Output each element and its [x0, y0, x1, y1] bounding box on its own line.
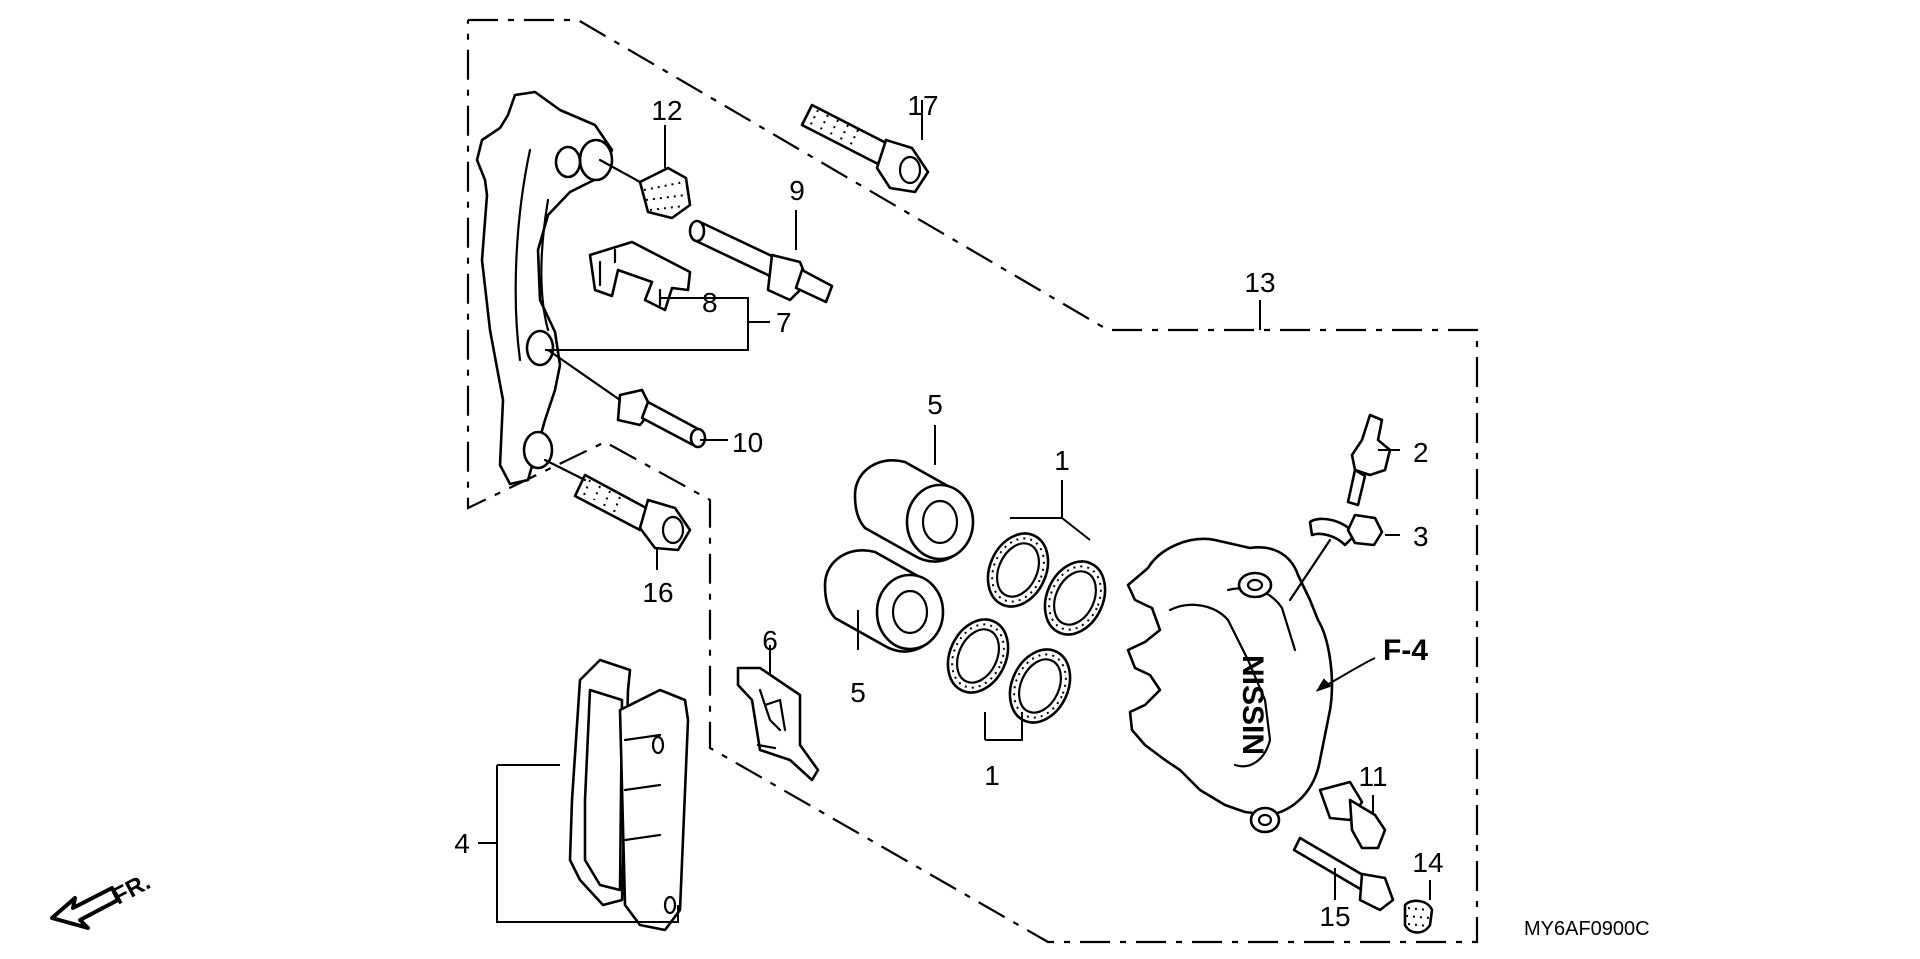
bolt-3	[1288, 513, 1384, 602]
callout-9: 9	[789, 175, 805, 206]
callout-14: 14	[1412, 847, 1443, 878]
callout-16: 16	[642, 577, 673, 608]
bolt-10	[546, 348, 707, 449]
caliper-body: NISSIN	[1126, 537, 1334, 834]
cap-14	[1403, 899, 1434, 934]
callout-3: 3	[1413, 521, 1429, 552]
piston-5-lower	[823, 549, 945, 653]
callout-10: 10	[732, 427, 763, 458]
callout-4: 4	[454, 828, 470, 859]
reference-label-f4: F-4	[1383, 634, 1428, 667]
retainer-clip-8	[588, 240, 692, 312]
front-label: FR.	[108, 868, 155, 910]
front-direction-arrow-icon: FR.	[50, 868, 155, 930]
bleed-valve-2	[1346, 413, 1392, 507]
pin-15	[1292, 836, 1395, 912]
callout-8: 8	[702, 287, 718, 318]
callout-15: 15	[1319, 901, 1350, 932]
leader-lines	[478, 100, 1431, 923]
bolt-16	[543, 458, 692, 552]
assembly-outline-13	[466, 18, 1479, 944]
callout-13: 13	[1244, 267, 1275, 298]
drawing-code: MY6AF0900C	[1524, 918, 1650, 940]
caliper-bracket	[475, 90, 614, 486]
pin-boot-12	[598, 158, 692, 220]
callout-2: 2	[1413, 437, 1429, 468]
pad-spring-6	[736, 666, 820, 782]
callout-6: 6	[762, 625, 778, 656]
caliper-mark: NISSIN	[1236, 655, 1269, 755]
callout-1-bottom: 1	[984, 760, 1000, 791]
callout-12: 12	[651, 95, 682, 126]
callout-17: 17	[907, 90, 938, 121]
piston-5-upper	[853, 459, 975, 563]
callout-5-bottom: 5	[850, 677, 866, 708]
callout-7: 7	[776, 307, 792, 338]
callout-labels: 1 1 2 3 4 5 5 6 7 8 9 10 11 12 13 14 15 …	[454, 90, 1443, 932]
callout-5-top: 5	[927, 389, 943, 420]
bolt-17	[800, 103, 930, 194]
slide-pin-9	[688, 219, 834, 304]
piston-seals-1	[946, 532, 1107, 724]
brake-pads-4	[568, 658, 690, 932]
callout-1-top: 1	[1054, 445, 1070, 476]
bolt-11	[1318, 780, 1387, 850]
callout-11: 11	[1358, 761, 1387, 792]
